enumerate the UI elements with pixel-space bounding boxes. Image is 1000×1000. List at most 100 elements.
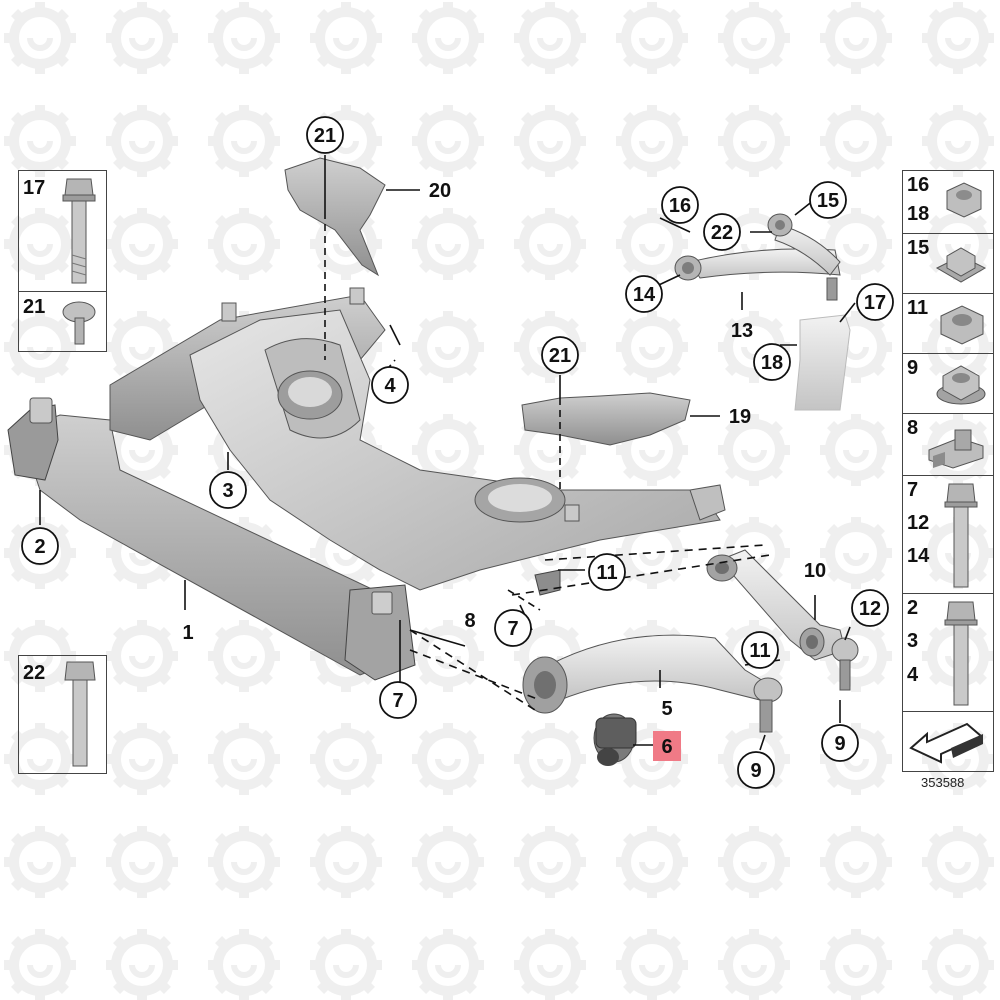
watermark-gear-icon bbox=[412, 723, 484, 795]
callout-number: 9 bbox=[750, 760, 761, 782]
callout-number: 14 bbox=[633, 284, 656, 306]
callout-number: 18 bbox=[761, 352, 783, 374]
watermark-gear-icon bbox=[718, 414, 790, 486]
callout-number: 22 bbox=[711, 222, 733, 244]
part-callout: 21 bbox=[306, 116, 344, 154]
callout-circle bbox=[541, 336, 579, 374]
callout-circle bbox=[588, 553, 626, 591]
watermark-gear-icon bbox=[718, 826, 790, 898]
part-callout: 2 bbox=[21, 527, 59, 565]
left-fastener-panel-top: 17 21 bbox=[18, 170, 107, 352]
nut-16-icon bbox=[946, 182, 982, 218]
watermark-gear-icon bbox=[4, 929, 76, 1000]
callout-number: 21 bbox=[314, 125, 336, 147]
callout-circle bbox=[494, 609, 532, 647]
callout-circle bbox=[209, 471, 247, 509]
watermark-gear-icon bbox=[616, 311, 688, 383]
orientation-cell bbox=[903, 711, 993, 771]
part-callout: 3 bbox=[209, 471, 247, 509]
watermark-gear-icon bbox=[412, 208, 484, 280]
callout-number: 7 bbox=[392, 690, 403, 712]
part-number-label: 13 bbox=[731, 320, 753, 342]
callout-number: 9 bbox=[834, 733, 845, 755]
part-callout: 11 bbox=[588, 553, 626, 591]
watermark-gear-icon bbox=[4, 2, 76, 74]
watermark-gear-icon bbox=[310, 2, 382, 74]
heat-shield-lower bbox=[521, 392, 691, 446]
fastener-cell-7-12-14: 7 12 14 bbox=[903, 475, 993, 593]
watermark-gear-icon bbox=[514, 826, 586, 898]
screw-21-icon bbox=[62, 301, 96, 345]
callout-number: 17 bbox=[864, 292, 886, 314]
cell-label: 7 bbox=[907, 479, 919, 501]
watermark-gear-icon bbox=[106, 105, 178, 177]
bolt-22-icon bbox=[64, 661, 96, 767]
part-number-label: 10 bbox=[804, 560, 826, 582]
callout-number: 11 bbox=[596, 562, 617, 584]
diagram-reference-number: 353588 bbox=[921, 775, 965, 790]
watermark-gear-icon bbox=[922, 105, 994, 177]
callout-circle bbox=[703, 213, 741, 251]
callout-circle bbox=[851, 589, 889, 627]
watermark-gear-icon bbox=[310, 826, 382, 898]
callout-circle bbox=[809, 181, 847, 219]
cell-label: 3 bbox=[907, 630, 919, 652]
part-callout: 15 bbox=[809, 181, 847, 219]
callout-number: 7 bbox=[507, 618, 518, 640]
cell-label: 18 bbox=[907, 203, 930, 225]
flange-nut-15-icon bbox=[935, 247, 987, 283]
watermark-gear-icon bbox=[412, 2, 484, 74]
watermark-gear-icon bbox=[616, 105, 688, 177]
callout-circle bbox=[371, 366, 409, 404]
part-callout: 9 bbox=[737, 751, 775, 789]
cell-label: 11 bbox=[907, 297, 929, 319]
callout-number: 21 bbox=[549, 345, 571, 367]
cell-label: 8 bbox=[907, 417, 919, 439]
callout-circle bbox=[21, 527, 59, 565]
fastener-cell-16-18: 16 18 bbox=[903, 171, 993, 233]
watermark-gear-icon bbox=[106, 2, 178, 74]
callout-number: 11 bbox=[749, 640, 770, 662]
bolt-17-icon bbox=[62, 178, 96, 284]
callout-circle bbox=[661, 186, 699, 224]
fastener-cell-11: 11 bbox=[903, 293, 993, 353]
callout-circle bbox=[306, 116, 344, 154]
part-callout: 9 bbox=[821, 724, 859, 762]
watermark-gear-icon bbox=[208, 620, 280, 692]
rubber-bushing bbox=[593, 713, 637, 766]
watermark-gear-icon bbox=[208, 105, 280, 177]
part-number-label: 20 bbox=[429, 180, 451, 202]
tension-strut bbox=[706, 549, 859, 691]
part-callout: 7 bbox=[494, 609, 532, 647]
part-callout: 7 bbox=[379, 681, 417, 719]
clip-nut-8-icon bbox=[928, 429, 984, 469]
watermark-gear-icon bbox=[412, 105, 484, 177]
watermark-gear-icon bbox=[412, 311, 484, 383]
fastener-cell-9: 9 bbox=[903, 353, 993, 413]
fastener-cell-15: 15 bbox=[903, 233, 993, 293]
watermark-gear-icon bbox=[4, 311, 76, 383]
part-number-label: 6 bbox=[661, 736, 672, 758]
watermark-gear-icon bbox=[412, 826, 484, 898]
part-callout: 14 bbox=[625, 275, 663, 313]
watermark-gear-icon bbox=[4, 105, 76, 177]
watermark-gear-icon bbox=[718, 2, 790, 74]
part-number-label: 8 bbox=[464, 610, 475, 632]
part-callout: 4 bbox=[371, 366, 409, 404]
cell-label: 4 bbox=[907, 664, 919, 686]
callout-circle bbox=[741, 631, 779, 669]
watermark-gear-icon bbox=[106, 929, 178, 1000]
part-number-label: 19 bbox=[729, 406, 751, 428]
fastener-cell-17: 17 bbox=[19, 171, 106, 291]
cell-label: 17 bbox=[23, 177, 46, 199]
watermark-gear-icon bbox=[922, 826, 994, 898]
callout-number: 2 bbox=[34, 536, 45, 558]
watermark-gear-icon bbox=[208, 2, 280, 74]
callout-circle bbox=[856, 283, 894, 321]
callout-number: 15 bbox=[817, 190, 839, 212]
cell-label: 9 bbox=[907, 357, 919, 379]
